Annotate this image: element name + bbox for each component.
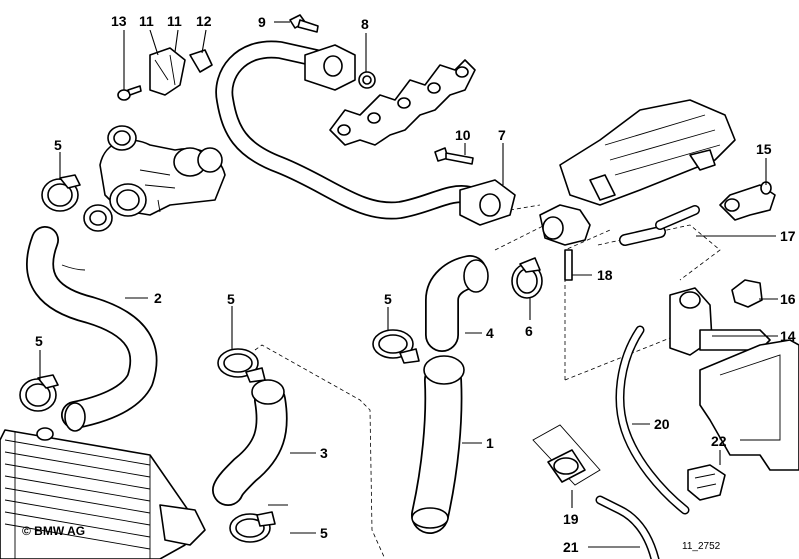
dashed-boundary-lines [254, 204, 721, 559]
vacuum-line-part-21 [595, 495, 660, 559]
hose-part-4 [425, 255, 489, 352]
clamp-part-5-d [372, 329, 420, 364]
callout-7: 7 [498, 127, 506, 143]
valve-part-14 [669, 287, 771, 356]
copyright-notice: © BMW AG [22, 524, 86, 538]
intake-manifold [559, 99, 736, 206]
clamp-part-5-a [41, 174, 81, 212]
tube-part-18 [564, 249, 573, 281]
vacuum-line-part-20 [615, 325, 690, 515]
callout-22: 22 [711, 433, 727, 449]
callout-18: 18 [597, 267, 613, 283]
callout-5: 5 [320, 525, 328, 541]
hose-part-2 [26, 226, 158, 432]
filter-part-19 [532, 424, 601, 486]
clamp-part-5-c [217, 348, 266, 383]
callout-3: 3 [320, 445, 328, 461]
leader-lines [39, 21, 778, 548]
bracket-part-16 [731, 279, 763, 308]
callout-5: 5 [227, 291, 235, 307]
bolt-part-10 [434, 147, 474, 165]
callout-11: 11 [139, 13, 154, 29]
bolt-part-13 [117, 85, 142, 101]
callout-4: 4 [486, 325, 494, 341]
callout-labels: 5 2 5 5 5 3 4 1 5 6 7 8 9 10 13 11 11 12… [35, 13, 796, 555]
callout-5: 5 [35, 333, 43, 349]
callout-15: 15 [756, 141, 772, 157]
callout-19: 19 [563, 511, 579, 527]
callout-20: 20 [654, 416, 670, 432]
callout-5: 5 [54, 137, 62, 153]
callout-16: 16 [780, 291, 796, 307]
callout-2: 2 [154, 290, 162, 306]
callout-12: 12 [196, 13, 212, 29]
diagram-id: 11_2752 [682, 541, 721, 552]
egr-tube [215, 40, 516, 226]
callout-6: 6 [525, 323, 533, 339]
hose-part-1 [411, 355, 465, 534]
callout-14: 14 [780, 328, 796, 344]
bracket-part-12 [189, 49, 213, 73]
callout-5: 5 [384, 291, 392, 307]
clamp-part-5-b [19, 374, 59, 412]
bracket-part-15 [719, 181, 776, 221]
bracket-part-11 [149, 47, 186, 96]
callout-17: 17 [780, 228, 796, 244]
callout-11: 11 [167, 13, 182, 29]
washer-part-8 [358, 71, 376, 89]
callout-10: 10 [455, 127, 471, 143]
hose-part-3 [212, 379, 288, 506]
intercooler [0, 427, 206, 559]
bracket-mount [699, 339, 799, 471]
hose-part-17 [619, 205, 700, 246]
clamp-part-5-e [229, 511, 276, 543]
clamp-part-6 [511, 257, 543, 299]
callout-9: 9 [258, 14, 266, 30]
turbocharger [83, 125, 226, 232]
bolt-part-9 [289, 14, 319, 33]
callout-1: 1 [486, 435, 494, 451]
callout-13: 13 [111, 13, 127, 29]
callout-21: 21 [563, 539, 579, 555]
clip-part-22 [687, 464, 726, 501]
manifold-gasket [329, 59, 476, 146]
callout-8: 8 [361, 16, 369, 32]
egr-valve-part-7 [539, 204, 591, 246]
